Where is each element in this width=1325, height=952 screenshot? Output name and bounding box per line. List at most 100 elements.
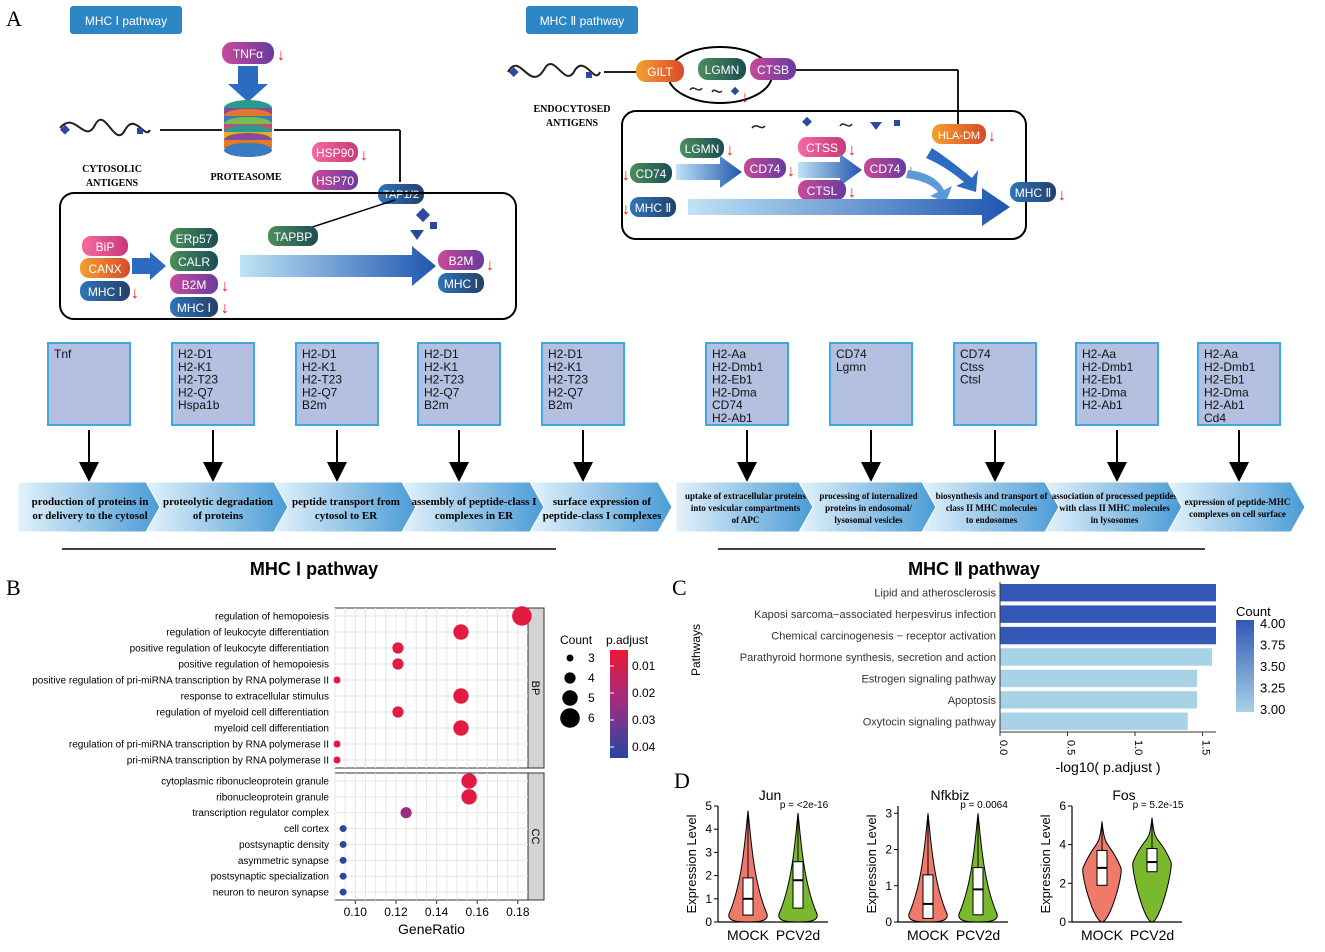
gene-box bbox=[1197, 342, 1281, 426]
pathway-step-label: production of proteins in bbox=[32, 496, 149, 508]
antigen-peptide-icon bbox=[60, 124, 70, 135]
tnfa-down-arrow: ↓ bbox=[277, 47, 285, 64]
gene-symbol: CD74 bbox=[836, 347, 867, 361]
padjust-legend-title: p.adjust bbox=[606, 633, 649, 647]
cd74-arrow-2 bbox=[798, 154, 862, 186]
term-label: regulation of myeloid cell differentiati… bbox=[156, 708, 329, 719]
gene-symbol: H2-Aa bbox=[1204, 347, 1238, 361]
gene-box bbox=[953, 342, 1037, 426]
gene-box bbox=[47, 342, 131, 426]
p-value-label: p = 0.0064 bbox=[960, 800, 1008, 811]
gene-symbol: H2-Ab1 bbox=[1204, 398, 1245, 412]
calr-label: CALR bbox=[178, 255, 210, 269]
y-tick-label: 5 bbox=[705, 799, 712, 813]
ctss-pill bbox=[798, 137, 846, 157]
peptide-icon bbox=[894, 120, 900, 126]
count-legend-label: 3.00 bbox=[1260, 702, 1285, 717]
gene-symbol: H2-Dma bbox=[712, 385, 757, 399]
gene-symbol: H2-T23 bbox=[424, 373, 464, 387]
x-tick-label: 0.10 bbox=[344, 905, 368, 919]
gene-symbol: H2-Dma bbox=[1082, 385, 1127, 399]
endocytosed-label-2: ANTIGENS bbox=[546, 118, 599, 129]
box-iqr bbox=[742, 877, 754, 916]
term-label: asymmetric synapse bbox=[238, 856, 330, 867]
x-tick-label: 0.16 bbox=[466, 905, 490, 919]
endocytosed-label-1: ENDOCYTOSED bbox=[533, 104, 610, 115]
peptide-icon bbox=[410, 230, 424, 240]
lgmn-down-arrow: ↓ bbox=[741, 89, 749, 106]
group-label: MOCK bbox=[1081, 927, 1124, 943]
p-value-label: p = <2e-16 bbox=[780, 800, 829, 811]
calr-pill bbox=[170, 251, 218, 271]
y-tick-label: 3 bbox=[885, 806, 892, 820]
gene-symbol: Ctss bbox=[960, 360, 984, 374]
peptide-icon bbox=[802, 116, 812, 127]
gene-symbol: H2-D1 bbox=[178, 347, 213, 361]
term-label: cell cortex bbox=[284, 824, 329, 835]
er-main-arrow bbox=[240, 246, 436, 286]
pathway-step-label: proteins in endosomal/ bbox=[825, 503, 912, 513]
pathway-label: Parathyroid hormone synthesis, secretion… bbox=[740, 652, 996, 664]
erp57-label: ERp57 bbox=[176, 232, 213, 246]
pathway-label: Apoptosis bbox=[948, 695, 997, 707]
gene-symbol: H2-Dma bbox=[1204, 385, 1249, 399]
dot-point bbox=[392, 658, 404, 670]
padjust-colorbar bbox=[610, 650, 628, 758]
group-label: PCV2d bbox=[1130, 927, 1174, 943]
padjust-legend-label: 0.03 bbox=[632, 713, 656, 727]
gene-box bbox=[295, 342, 379, 426]
mhc2-main-arrow bbox=[688, 188, 1010, 226]
term-label: postsynaptic density bbox=[239, 840, 329, 851]
y-axis-label: Expression Level bbox=[684, 814, 699, 913]
count-legend-label: 4 bbox=[588, 671, 595, 685]
gene-symbol: H2-K1 bbox=[548, 360, 582, 374]
mhc2-compartment bbox=[621, 110, 1027, 240]
dot-point bbox=[339, 825, 347, 833]
gene-symbol: H2-Dmb1 bbox=[1204, 360, 1256, 374]
cytosolic-antigen-icon bbox=[59, 118, 151, 137]
pathway-step-label: cytosol to ER bbox=[315, 510, 378, 522]
box-iqr bbox=[1146, 848, 1158, 873]
tap-label: TAP1/2 bbox=[383, 189, 419, 201]
padjust-legend-label: 0.02 bbox=[632, 686, 656, 700]
pathway-label: Oxytocin signaling pathway bbox=[863, 716, 997, 728]
ctsl-down-arrow: ↓ bbox=[848, 184, 856, 201]
group-label: PCV2d bbox=[956, 927, 1000, 943]
y-axis-label: Expression Level bbox=[864, 814, 879, 913]
dot-point bbox=[333, 676, 341, 684]
p-value-label: p = 5.2e-15 bbox=[1133, 800, 1184, 811]
term-label: positive regulation of pri-miRNA transcr… bbox=[32, 676, 329, 687]
count-legend-label: 6 bbox=[588, 711, 595, 725]
y-tick-label: 0 bbox=[705, 915, 712, 929]
gene-symbol: H2-Q7 bbox=[424, 385, 460, 399]
x-tick-label: 0.18 bbox=[506, 905, 530, 919]
count-legend-label: 4.00 bbox=[1260, 616, 1285, 631]
lgmn-pill-inner bbox=[680, 138, 724, 158]
x-tick-label: 0.12 bbox=[384, 905, 408, 919]
dot-point bbox=[512, 606, 532, 626]
mhc1-label-left: MHC Ⅰ bbox=[88, 285, 122, 299]
count-legend-dot bbox=[560, 708, 580, 728]
panel-label-b: B bbox=[6, 575, 21, 600]
gene-symbol: H2-Q7 bbox=[302, 385, 338, 399]
x-tick-label: 0.14 bbox=[425, 905, 449, 919]
pathway-label: Estrogen signaling pathway bbox=[861, 673, 996, 685]
dot-point bbox=[392, 642, 404, 654]
gene-symbol: Hspa1b bbox=[178, 398, 220, 412]
pathway-label: Lipid and atherosclerosis bbox=[874, 588, 996, 600]
pathway-step-label: complexes in ER bbox=[435, 510, 514, 522]
cd74-pill-mid bbox=[744, 158, 786, 178]
gene-symbol: Ctsl bbox=[960, 373, 981, 387]
mhc1-badge-label: MHC Ⅰ pathway bbox=[85, 14, 167, 28]
proteasome-arrow-shaft bbox=[238, 66, 258, 86]
count-legend-label: 3 bbox=[588, 651, 595, 665]
mhc2-down-arrow: ↓ bbox=[1058, 187, 1066, 204]
dot-point bbox=[333, 740, 341, 748]
bar bbox=[1000, 605, 1216, 623]
gene-symbol: B2m bbox=[302, 398, 327, 412]
gene-box bbox=[1075, 342, 1159, 426]
pathway-step-label: with class II MHC molecules bbox=[1059, 503, 1170, 513]
cytosolic-label-2: ANTIGENS bbox=[86, 178, 139, 189]
ctss-label: CTSS bbox=[806, 141, 838, 155]
